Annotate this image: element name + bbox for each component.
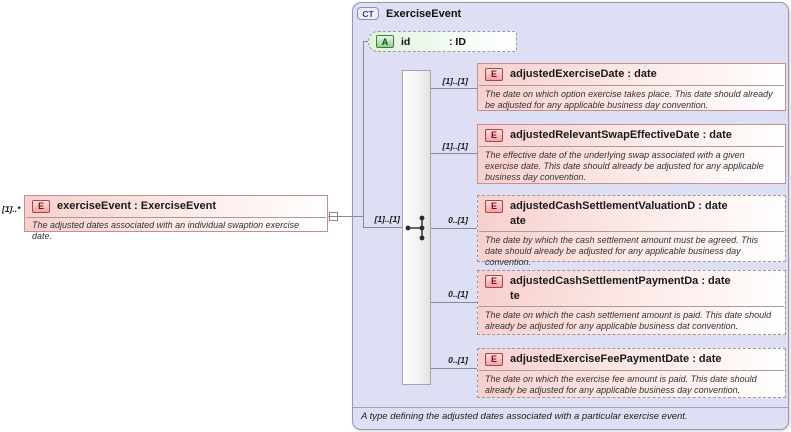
divider <box>353 407 788 408</box>
connector-branch-3 <box>431 228 477 229</box>
element-icon: E <box>485 129 503 142</box>
connector-branch-2 <box>431 153 477 154</box>
connector-branch-5 <box>431 368 477 369</box>
element-name: adjustedCashSettlementPaymentDa : date <box>510 275 731 287</box>
root-element-description: The adjusted dates associated with an in… <box>32 220 300 241</box>
element-icon: E <box>485 275 503 288</box>
element-cardinality: 0..[1] <box>448 215 468 225</box>
connector-to-attribute <box>363 41 368 42</box>
element-box-adjusted-relevant-swap-effective-date[interactable]: E adjustedRelevantSwapEffectiveDate : da… <box>477 124 786 184</box>
element-box-adjusted-cash-settlement-payment-date[interactable]: E adjustedCashSettlementPaymentDa : date… <box>477 270 786 335</box>
attribute-type: : ID <box>449 35 466 48</box>
complex-type-header: CT ExerciseEvent <box>357 7 461 20</box>
collapse-toggle[interactable] <box>329 212 338 221</box>
root-element-title-row: E exerciseEvent : ExerciseEvent <box>25 196 327 215</box>
element-box-adjusted-exercise-date[interactable]: E adjustedExerciseDate : date The date o… <box>477 63 786 111</box>
element-name-wrap: te <box>510 290 520 302</box>
element-title-row: E adjustedExerciseFeePaymentDate : date <box>478 349 785 368</box>
element-icon: E <box>485 353 503 366</box>
root-element-name: exerciseEvent : ExerciseEvent <box>57 200 216 212</box>
element-icon: E <box>32 200 50 213</box>
sequence-icon <box>405 215 425 241</box>
connector-branch-1 <box>431 88 477 89</box>
element-cardinality: 0..[1] <box>448 355 468 365</box>
element-description: The date on which the exercise fee amoun… <box>485 374 757 395</box>
element-box-adjusted-exercise-fee-payment-date[interactable]: E adjustedExerciseFeePaymentDate : date … <box>477 348 786 398</box>
element-description: The date on which option exercise takes … <box>485 89 773 110</box>
element-box-adjusted-cash-settlement-valuation-date[interactable]: E adjustedCashSettlementValuationD : dat… <box>477 195 786 267</box>
root-cardinality: [1]..* <box>2 204 21 214</box>
complex-type-icon: CT <box>357 7 379 20</box>
element-name: adjustedCashSettlementValuationD : date <box>510 200 728 212</box>
sequence-cardinality: [1]..[1] <box>374 214 401 224</box>
element-name: adjustedExerciseFeePaymentDate : date <box>510 353 722 365</box>
complex-type-title: ExerciseEvent <box>386 7 462 20</box>
element-name-wrap: ate <box>510 215 526 227</box>
element-cardinality: 0..[1] <box>448 289 468 299</box>
element-title-row: E adjustedExerciseDate : date <box>478 64 785 83</box>
divider <box>26 217 326 218</box>
element-description: The effective date of the underlying swa… <box>485 150 764 182</box>
element-title-row: E adjustedRelevantSwapEffectiveDate : da… <box>478 125 785 144</box>
element-name: adjustedRelevantSwapEffectiveDate : date <box>510 129 732 141</box>
element-icon: E <box>485 68 503 81</box>
divider <box>479 231 784 232</box>
element-title-row: E adjustedCashSettlementValuationD : dat… <box>478 196 785 215</box>
attribute-icon: A <box>376 35 394 48</box>
complex-type-annotation: A type defining the adjusted dates assoc… <box>361 411 688 422</box>
divider <box>479 85 784 86</box>
element-title-row: E adjustedCashSettlementPaymentDa : date <box>478 271 785 290</box>
element-icon: E <box>485 200 503 213</box>
attribute-name: id <box>401 35 411 48</box>
connector-root-to-type <box>328 216 363 217</box>
element-cardinality: [1]..[1] <box>442 76 469 86</box>
element-description: The date by which the cash settlement am… <box>485 235 759 267</box>
connector-to-sequence <box>363 227 402 228</box>
divider <box>479 370 784 371</box>
element-description: The date on which the cash settlement am… <box>485 310 772 331</box>
connector-branch-4 <box>431 302 477 303</box>
divider <box>479 146 784 147</box>
element-cardinality: [1]..[1] <box>442 141 469 151</box>
root-element-box[interactable]: E exerciseEvent : ExerciseEvent The adju… <box>24 195 328 241</box>
element-name: adjustedExerciseDate : date <box>510 68 657 80</box>
divider <box>479 306 784 307</box>
attribute-box-id[interactable]: A id : ID <box>368 31 517 52</box>
connector-junction-vertical <box>363 41 364 228</box>
